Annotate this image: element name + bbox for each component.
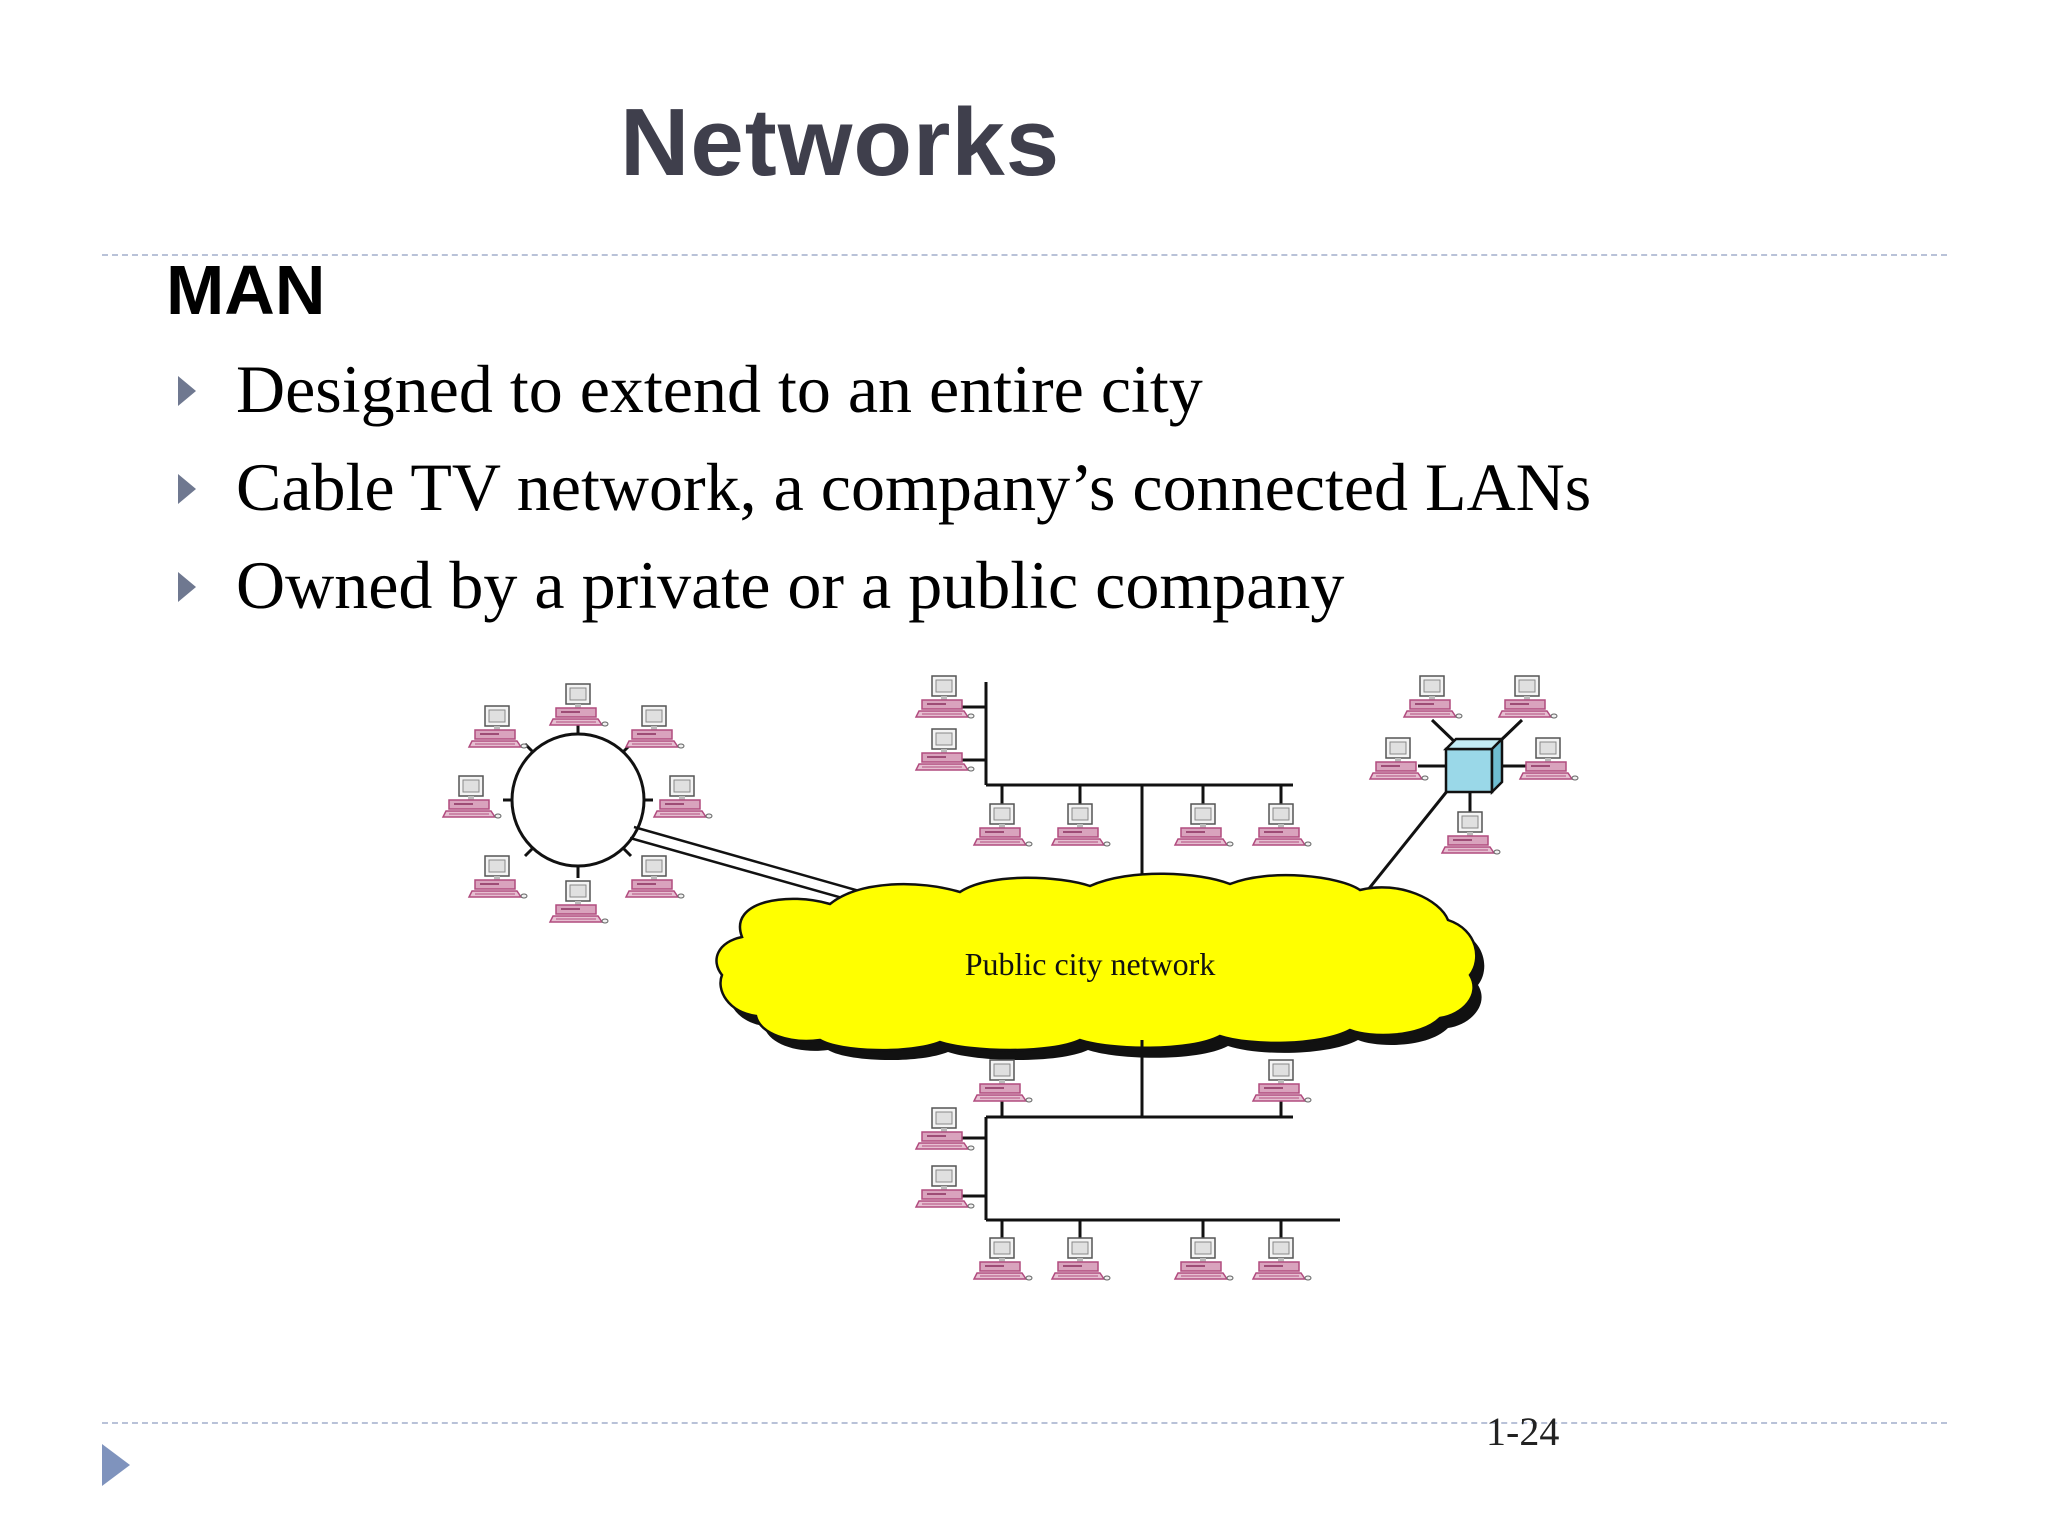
computer-icon [915, 1107, 975, 1151]
computer-icon [1441, 811, 1501, 855]
computer-icon [653, 775, 713, 819]
top-bus-lan [915, 675, 1312, 880]
computer-icon [1051, 1237, 1111, 1281]
bullet-text: Owned by a private or a public company [236, 547, 1345, 623]
computer-icon [549, 880, 609, 924]
computer-icon [1051, 803, 1111, 847]
section-heading: MAN [166, 251, 326, 329]
computer-icon [973, 1059, 1033, 1103]
computer-icon [1369, 737, 1429, 781]
bottom-divider [102, 1422, 1947, 1424]
switch-icon [1442, 735, 1506, 796]
computer-icon [915, 675, 975, 719]
computer-icon [1174, 803, 1234, 847]
top-divider [102, 254, 1947, 256]
star-lan [1353, 675, 1579, 907]
slide-title: Networks [620, 89, 1061, 196]
triangle-bullet-icon [178, 572, 196, 602]
triangle-bullet-icon [178, 474, 196, 504]
bullet-text: Designed to extend to an entire city [236, 351, 1203, 427]
bullet-text: Cable TV network, a company’s connected … [236, 449, 1592, 525]
computer-icon [1252, 1059, 1312, 1103]
computer-icon [1519, 737, 1579, 781]
computer-icon [1498, 675, 1558, 719]
computer-icon [549, 683, 609, 727]
computer-icon [468, 705, 528, 749]
computer-icon [625, 855, 685, 899]
computer-icon [1252, 803, 1312, 847]
computer-icon [915, 728, 975, 772]
cloud-icon [715, 872, 1485, 1061]
computer-icon [442, 775, 502, 819]
page-number: 1-24 [1486, 1409, 1560, 1454]
ring-lan [442, 683, 713, 924]
bottom-bus-lan [915, 1040, 1340, 1281]
computer-icon [1403, 675, 1463, 719]
computer-icon [915, 1165, 975, 1209]
computer-icon [1252, 1237, 1312, 1281]
triangle-bullet-icon [178, 376, 196, 406]
computer-icon [973, 803, 1033, 847]
cloud-label: Public city network [965, 946, 1216, 982]
computer-icon [625, 705, 685, 749]
computer-icon [1174, 1237, 1234, 1281]
triangle-corner-icon [102, 1444, 130, 1486]
computer-icon [468, 855, 528, 899]
ring-network-icon [510, 732, 646, 868]
computer-icon [973, 1237, 1033, 1281]
